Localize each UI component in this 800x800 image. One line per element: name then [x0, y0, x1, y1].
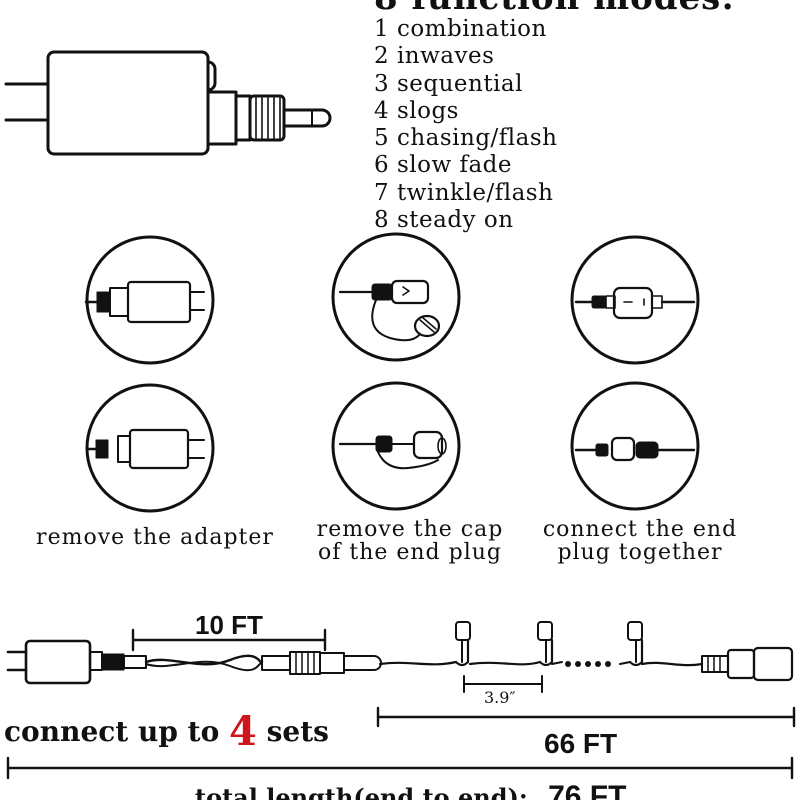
step-circle-controller-bottom — [85, 383, 215, 513]
connect-suffix: sets — [266, 715, 329, 748]
total-length-label: total length(end to end): — [195, 783, 528, 800]
string-length-bracket — [376, 706, 796, 728]
step-circle-joined-plugs-top — [570, 235, 700, 365]
caption-line: plug together — [557, 540, 723, 565]
mode-item: 8 steady on — [374, 207, 514, 234]
light-string-drawing — [6, 621, 794, 685]
caption-line: of the end plug — [317, 540, 503, 565]
mode-item: 4 slogs — [374, 97, 459, 124]
connect-prefix: connect up to — [4, 715, 220, 748]
string-length-label: 66 FT — [544, 728, 618, 759]
connect-number: 4 — [229, 708, 257, 755]
total-length-caption: total length(end to end): 76 FT — [195, 780, 626, 800]
connect-sets-note: connect up to 4 sets — [4, 708, 329, 755]
mode-item: 2 inwaves — [374, 43, 495, 70]
total-length-bracket — [6, 756, 794, 780]
bulb-spacing-bracket — [463, 675, 543, 693]
step-caption-connect-plugs: connect the end plug together — [530, 518, 750, 564]
function-modes-list: 1 combination 2 inwaves 3 sequential 4 s… — [374, 16, 558, 234]
mode-item: 5 chasing/flash — [374, 125, 558, 152]
step-circle-controller-top — [84, 235, 215, 365]
bulb-spacing-label: 3.9″ — [484, 688, 516, 707]
step-circle-end-plug-top — [331, 232, 461, 362]
lead-length-label: 10 FT — [195, 610, 263, 640]
modes-heading: 8 function modes: — [374, 0, 735, 18]
mode-item: 1 combination — [374, 16, 547, 42]
caption-line: remove the cap — [316, 517, 504, 542]
mode-item: 7 twinkle/flash — [374, 179, 554, 206]
controller-adapter-drawing — [4, 50, 332, 156]
step-caption-remove-cap: remove the cap of the end plug — [300, 518, 520, 564]
mode-item: 3 sequential — [374, 70, 523, 97]
mode-item: 6 slow fade — [374, 152, 513, 179]
step-caption-remove-adapter: remove the adapter — [20, 526, 290, 549]
step-circle-joined-plugs-bottom — [570, 381, 700, 511]
caption-line: remove the adapter — [36, 525, 274, 550]
caption-line: connect the end — [542, 517, 738, 542]
total-length-value: 76 FT — [548, 780, 627, 800]
ellipsis-dots — [565, 661, 611, 667]
lead-length-bracket — [131, 628, 327, 652]
step-circle-end-plug-bottom — [331, 381, 461, 511]
